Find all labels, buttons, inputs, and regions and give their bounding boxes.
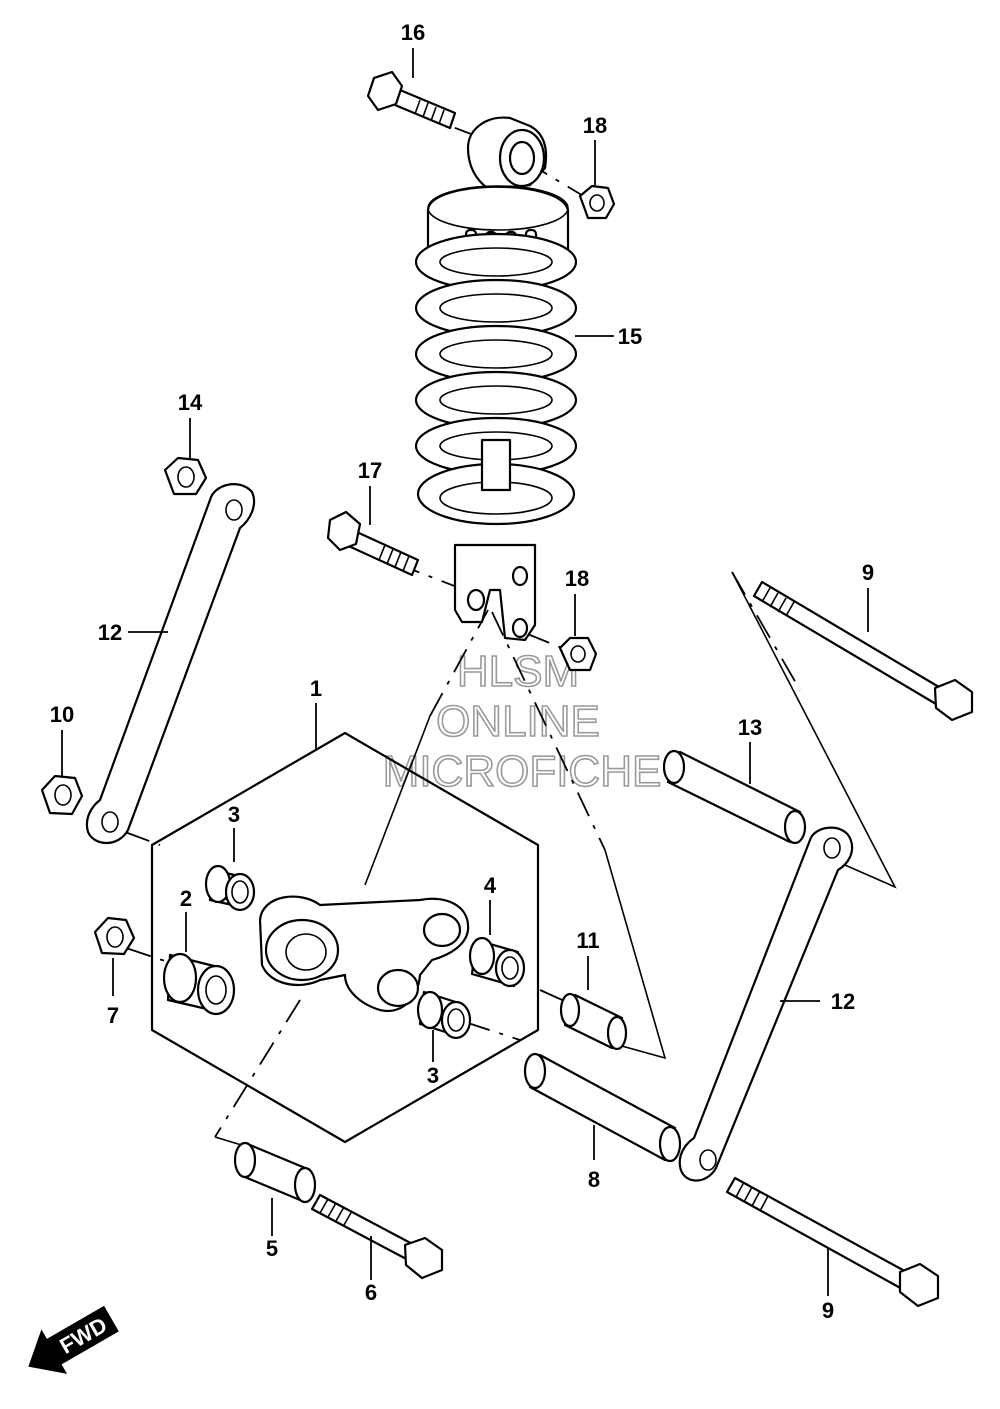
- callout-1: 1: [310, 676, 322, 701]
- bolt-17: [326, 510, 420, 577]
- bolt-16: [366, 70, 457, 130]
- bolt-9-bottom: [725, 1176, 940, 1308]
- callout-9-bottom: 9: [822, 1298, 834, 1323]
- callout-3-lower: 3: [427, 1063, 439, 1088]
- rocker-arm: [258, 895, 470, 1013]
- callout-18-top: 18: [583, 113, 607, 138]
- callout-4: 4: [484, 873, 497, 898]
- callout-2: 2: [180, 886, 192, 911]
- nut-18-top: [578, 184, 616, 220]
- callout-7: 7: [107, 1003, 119, 1028]
- rocker-assembly-frame: [150, 731, 540, 1144]
- bearing-3-lower: [416, 990, 472, 1040]
- fwd-arrow: FWD: [28, 1305, 119, 1374]
- callout-12-left: 12: [98, 620, 122, 645]
- tie-rod-12-right: [678, 826, 854, 1182]
- callout-10: 10: [50, 702, 74, 727]
- sleeve-13: [662, 749, 807, 845]
- callout-12-right: 12: [831, 989, 855, 1014]
- callouts: 16 18 15 14 17 18 9 12 10 1 13 3 2 4 11 …: [50, 20, 874, 1323]
- watermark: HLSM ONLINE MICROFICHE: [382, 646, 662, 797]
- leader-lines: [61, 48, 869, 1296]
- shock-absorber-15: [414, 116, 578, 642]
- callout-18-lower: 18: [565, 566, 589, 591]
- callout-5: 5: [266, 1236, 278, 1261]
- tie-rod-12-left: [85, 483, 256, 845]
- callout-8: 8: [588, 1167, 600, 1192]
- callout-16: 16: [401, 20, 425, 45]
- callout-15: 15: [618, 324, 642, 349]
- callout-6: 6: [365, 1280, 377, 1305]
- bearing-3-upper: [204, 864, 256, 912]
- callout-3-upper: 3: [228, 802, 240, 827]
- collar-11: [559, 992, 628, 1051]
- collar-5: [233, 1141, 317, 1204]
- nut-7: [93, 916, 136, 956]
- callout-9-top: 9: [862, 560, 874, 585]
- nut-14: [163, 456, 208, 496]
- bolt-6: [310, 1193, 444, 1280]
- watermark-line3: MICROFICHE: [383, 747, 662, 796]
- callout-11: 11: [576, 928, 599, 953]
- watermark-line1: HLSM: [457, 647, 579, 696]
- bolt-9-top: [752, 580, 974, 722]
- nut-10: [40, 774, 84, 816]
- callout-13: 13: [738, 715, 762, 740]
- callout-17: 17: [358, 458, 382, 483]
- watermark-line2: ONLINE: [436, 697, 600, 746]
- callout-14: 14: [178, 390, 203, 415]
- bearing-4: [468, 936, 526, 988]
- nut-18-lower: [558, 636, 598, 672]
- fwd-arrow-icon: [28, 1305, 119, 1374]
- sleeve-8: [523, 1052, 682, 1163]
- bearing-2: [162, 952, 236, 1016]
